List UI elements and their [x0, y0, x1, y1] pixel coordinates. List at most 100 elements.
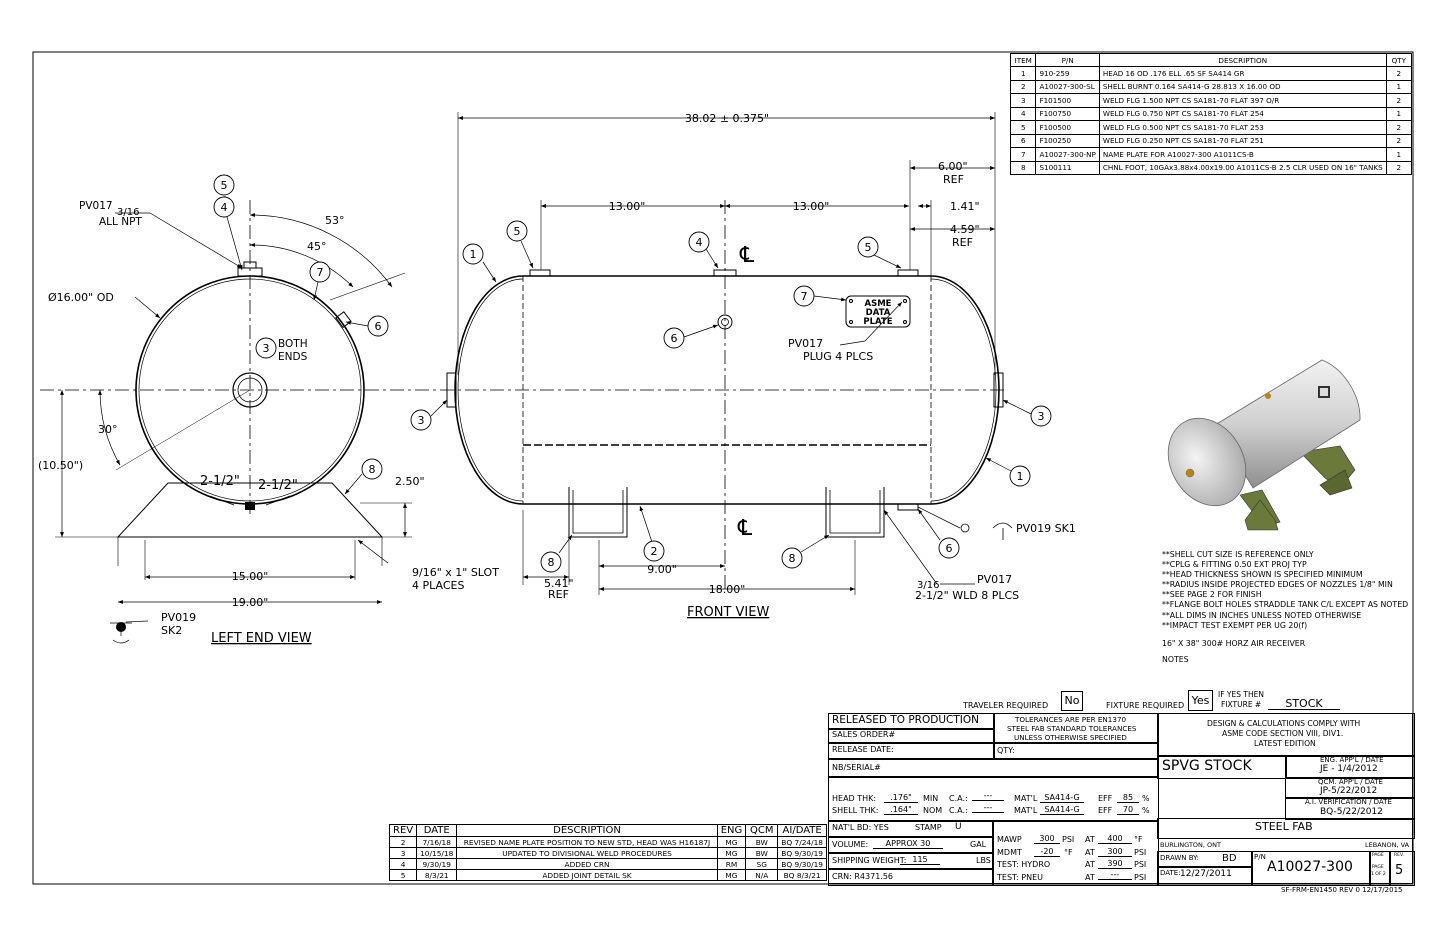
flange-3: [232, 372, 268, 408]
fv-dim-541-ref: REF: [548, 588, 569, 601]
notes-label: NOTES: [1162, 654, 1189, 664]
shell-ca-value: ---: [972, 804, 1004, 813]
lv-ends: ENDS: [278, 351, 308, 363]
tolerance-2: STEEL FAB STANDARD TOLERANCES: [1007, 724, 1137, 733]
head-eff-value: 85: [1117, 794, 1139, 803]
head-thk-value: .176": [884, 794, 918, 803]
eng-approval-value: JE - 1/4/2012: [1320, 764, 1378, 774]
lv-balloon-5: 5: [221, 179, 228, 192]
pneu-at: AT: [1085, 873, 1095, 882]
fixture-label: FIXTURE REQUIRED: [1106, 701, 1185, 710]
left-view-balloons: [213, 174, 389, 480]
volume-label: VOLUME:: [832, 840, 869, 849]
fv-overall-dim: 38.02 ± 0.375": [685, 112, 769, 125]
lv-dim-15: 15.00": [232, 570, 269, 583]
fv-balloon-8a: 8: [548, 556, 555, 569]
tolerance-3: UNLESS OTHERWISE SPECIFIED: [1014, 733, 1127, 742]
mawp-value: 300: [1034, 835, 1060, 844]
rev-header-qcm: QCM: [745, 824, 779, 837]
shipping-box: [828, 852, 994, 870]
design-1: DESIGN & CALCULATIONS COMPLY WITH: [1207, 719, 1361, 728]
sales-order-label: SALES ORDER#: [832, 730, 896, 739]
eng-approval-label: ENG. APP'L / DATE: [1320, 756, 1384, 764]
fv-dim-459: 4.59": [950, 223, 980, 236]
gal-label: GAL: [970, 840, 987, 849]
shell-matl-label: MAT'L: [1014, 806, 1038, 815]
pneu-value: ---: [1098, 871, 1132, 880]
crn: CRN: R4371.56: [832, 872, 894, 881]
shell-eff-label: EFF: [1098, 806, 1113, 815]
shell-eff-value: 70: [1117, 806, 1139, 815]
released-box: [828, 713, 995, 730]
fv-balloon-6a: 6: [671, 332, 678, 345]
fv-dim-13a: 13.00": [609, 200, 646, 213]
stamp-value: U: [955, 822, 962, 832]
mawp-at: AT: [1085, 835, 1095, 844]
lv-angle-45: 45°: [307, 240, 327, 253]
rev-box: [1389, 851, 1415, 886]
lv-diameter: Ø16.00" OD: [48, 291, 114, 304]
steel-fab: STEEL FAB: [1255, 820, 1313, 833]
head-matl-value: SA414-G: [1040, 794, 1084, 803]
fv-plate-3: PLATE: [863, 317, 892, 327]
fv-balloon-4: 4: [696, 236, 703, 249]
spvg-stock: SPVG STOCK: [1162, 758, 1252, 774]
fv-dim-9: 9.00": [647, 563, 677, 576]
shell-matl-value: SA414-G: [1040, 806, 1084, 815]
city-2: LEBANON, VA: [1365, 841, 1410, 849]
form-number: SF-FRM-EN1450 REV 0 12/17/2015: [1281, 886, 1403, 894]
mawp-psi: PSI: [1062, 835, 1075, 844]
lv-slot-1: 9/16" x 1" SLOT: [412, 566, 499, 579]
note-line: **FLANGE BOLT HOLES STRADDLE TANK C/L EX…: [1162, 600, 1409, 610]
qcm-approval-box: [1285, 777, 1415, 799]
page-box: [1369, 851, 1391, 886]
mdmt-value: -20: [1034, 848, 1060, 857]
lv-balloon-4: 4: [221, 201, 228, 214]
fv-weld-ref: PV017: [977, 573, 1012, 586]
lv-angle-30: 30°: [98, 423, 118, 436]
fv-balloon-3a: 3: [418, 414, 425, 427]
nom-label: NOM: [923, 806, 943, 815]
fixture-value: Yes: [1188, 690, 1213, 711]
pn-label: P/N: [1254, 853, 1266, 861]
min-label: MIN: [923, 794, 939, 803]
release-date-box: [828, 742, 995, 760]
lv-pv019: PV019: [161, 611, 196, 624]
note-line: **IMPACT TEST EXEMPT PER UG 20(f): [1162, 620, 1308, 630]
lv-weld-note: ALL NPT: [99, 216, 142, 228]
ai-verification-label: A.I. VERIFICATION / DATE: [1305, 798, 1392, 806]
head-ca-label: C.A.:: [949, 794, 968, 803]
sheet-border: [32, 51, 1414, 885]
fv-weld-note: 2-1/2" WLD 8 PLCS: [915, 589, 1019, 602]
fv-weld-size: 3/16: [917, 580, 939, 591]
note-line: **HEAD THICKNESS SHOWN IS SPECIFIED MINI…: [1162, 570, 1363, 580]
lv-weld-size: 3/16: [117, 207, 139, 218]
bom-header-item: ITEM: [1009, 53, 1037, 67]
fv-balloon-3b: 3: [1038, 410, 1045, 423]
shell-ca-label: C.A.:: [949, 806, 968, 815]
tolerances-box: [993, 713, 1159, 744]
design-2: ASME CODE SECTION VIII, DIV1.: [1222, 729, 1344, 738]
isometric-tank-render: [1167, 359, 1361, 531]
crn-box: [828, 868, 994, 886]
stamp-label: STAMP: [915, 823, 942, 832]
spvg-box: [1157, 755, 1287, 779]
volume-box: [828, 836, 994, 854]
rev-value: 5: [1395, 863, 1404, 878]
front-view-balloons: [410, 220, 1052, 573]
fv-balloon-1: 1: [470, 248, 477, 261]
rev-header-description: DESCRIPTION: [456, 824, 718, 837]
natl-bd-box: [828, 820, 994, 838]
fv-balloon-5b: 5: [865, 241, 872, 254]
mdmt-deg: °F: [1064, 848, 1073, 857]
lv-balloon-8: 8: [369, 463, 376, 476]
fv-balloon-8b: 8: [789, 552, 796, 565]
part-number: A10027-300: [1267, 859, 1353, 875]
traveler-value: No: [1061, 691, 1083, 711]
